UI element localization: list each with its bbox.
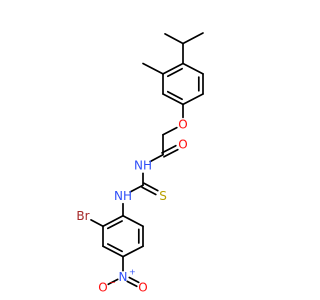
bond-lines xyxy=(90,32,204,288)
double-bond xyxy=(161,144,177,154)
atom-label-o-carbonyl: O xyxy=(178,138,187,152)
single-bond xyxy=(182,62,204,75)
atom-label-br: Br xyxy=(76,209,89,223)
single-bond xyxy=(162,126,178,136)
single-bond xyxy=(129,184,144,193)
double-bond xyxy=(141,186,157,196)
atom-label-n-nitro: N xyxy=(119,270,128,284)
atom-label-o-nitro-minus: O xyxy=(98,280,107,294)
charge-o-nitro-minus: − xyxy=(109,278,116,287)
atom-label-s-thio: S xyxy=(159,189,167,203)
aromatic-bond xyxy=(162,93,184,106)
aromatic-bond xyxy=(102,245,124,258)
double-bond xyxy=(163,148,179,158)
single-bond xyxy=(149,153,164,163)
atom-label-nh-thiourea: NH xyxy=(114,189,132,203)
aromatic-inner-bond xyxy=(166,67,183,78)
single-bond xyxy=(122,245,144,258)
charge-n-nitro: + xyxy=(129,268,136,277)
aromatic-inner-bond xyxy=(106,220,123,230)
single-bond xyxy=(142,62,164,75)
single-bond xyxy=(107,278,119,286)
double-bond xyxy=(128,276,140,284)
atom-label-o-nitro-double: O xyxy=(138,280,147,294)
aromatic-inner-bond xyxy=(166,90,183,101)
single-bond xyxy=(182,32,204,45)
single-bond xyxy=(182,93,204,106)
atom-label-o-ether: O xyxy=(178,118,187,132)
double-bond xyxy=(143,182,159,192)
aromatic-bond xyxy=(162,62,184,75)
atom-label-nh-amide: NH xyxy=(134,159,152,173)
single-bond xyxy=(164,33,184,45)
single-bond xyxy=(90,219,104,228)
aromatic-inner-bond xyxy=(106,243,123,253)
single-bond xyxy=(122,214,144,228)
double-bond xyxy=(126,280,138,288)
aromatic-bond xyxy=(102,214,124,228)
